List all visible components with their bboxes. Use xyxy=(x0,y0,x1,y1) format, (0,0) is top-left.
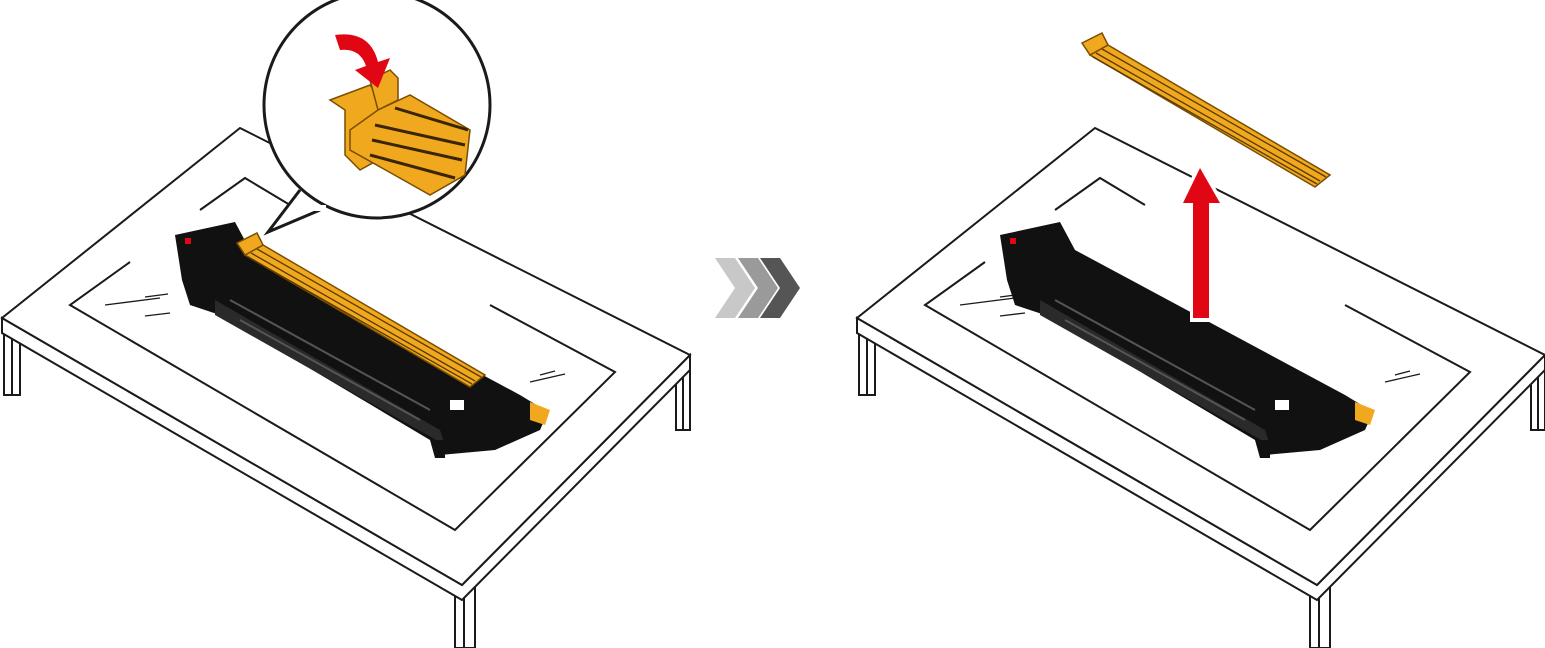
step-2-illustration xyxy=(856,32,1545,648)
step-1-illustration xyxy=(1,0,691,648)
next-step-chevrons-icon xyxy=(715,258,800,318)
up-arrow-icon xyxy=(1178,160,1225,322)
zoom-callout xyxy=(262,0,492,236)
lock-lever-detail xyxy=(328,69,471,196)
curved-arrow-icon xyxy=(335,34,390,88)
